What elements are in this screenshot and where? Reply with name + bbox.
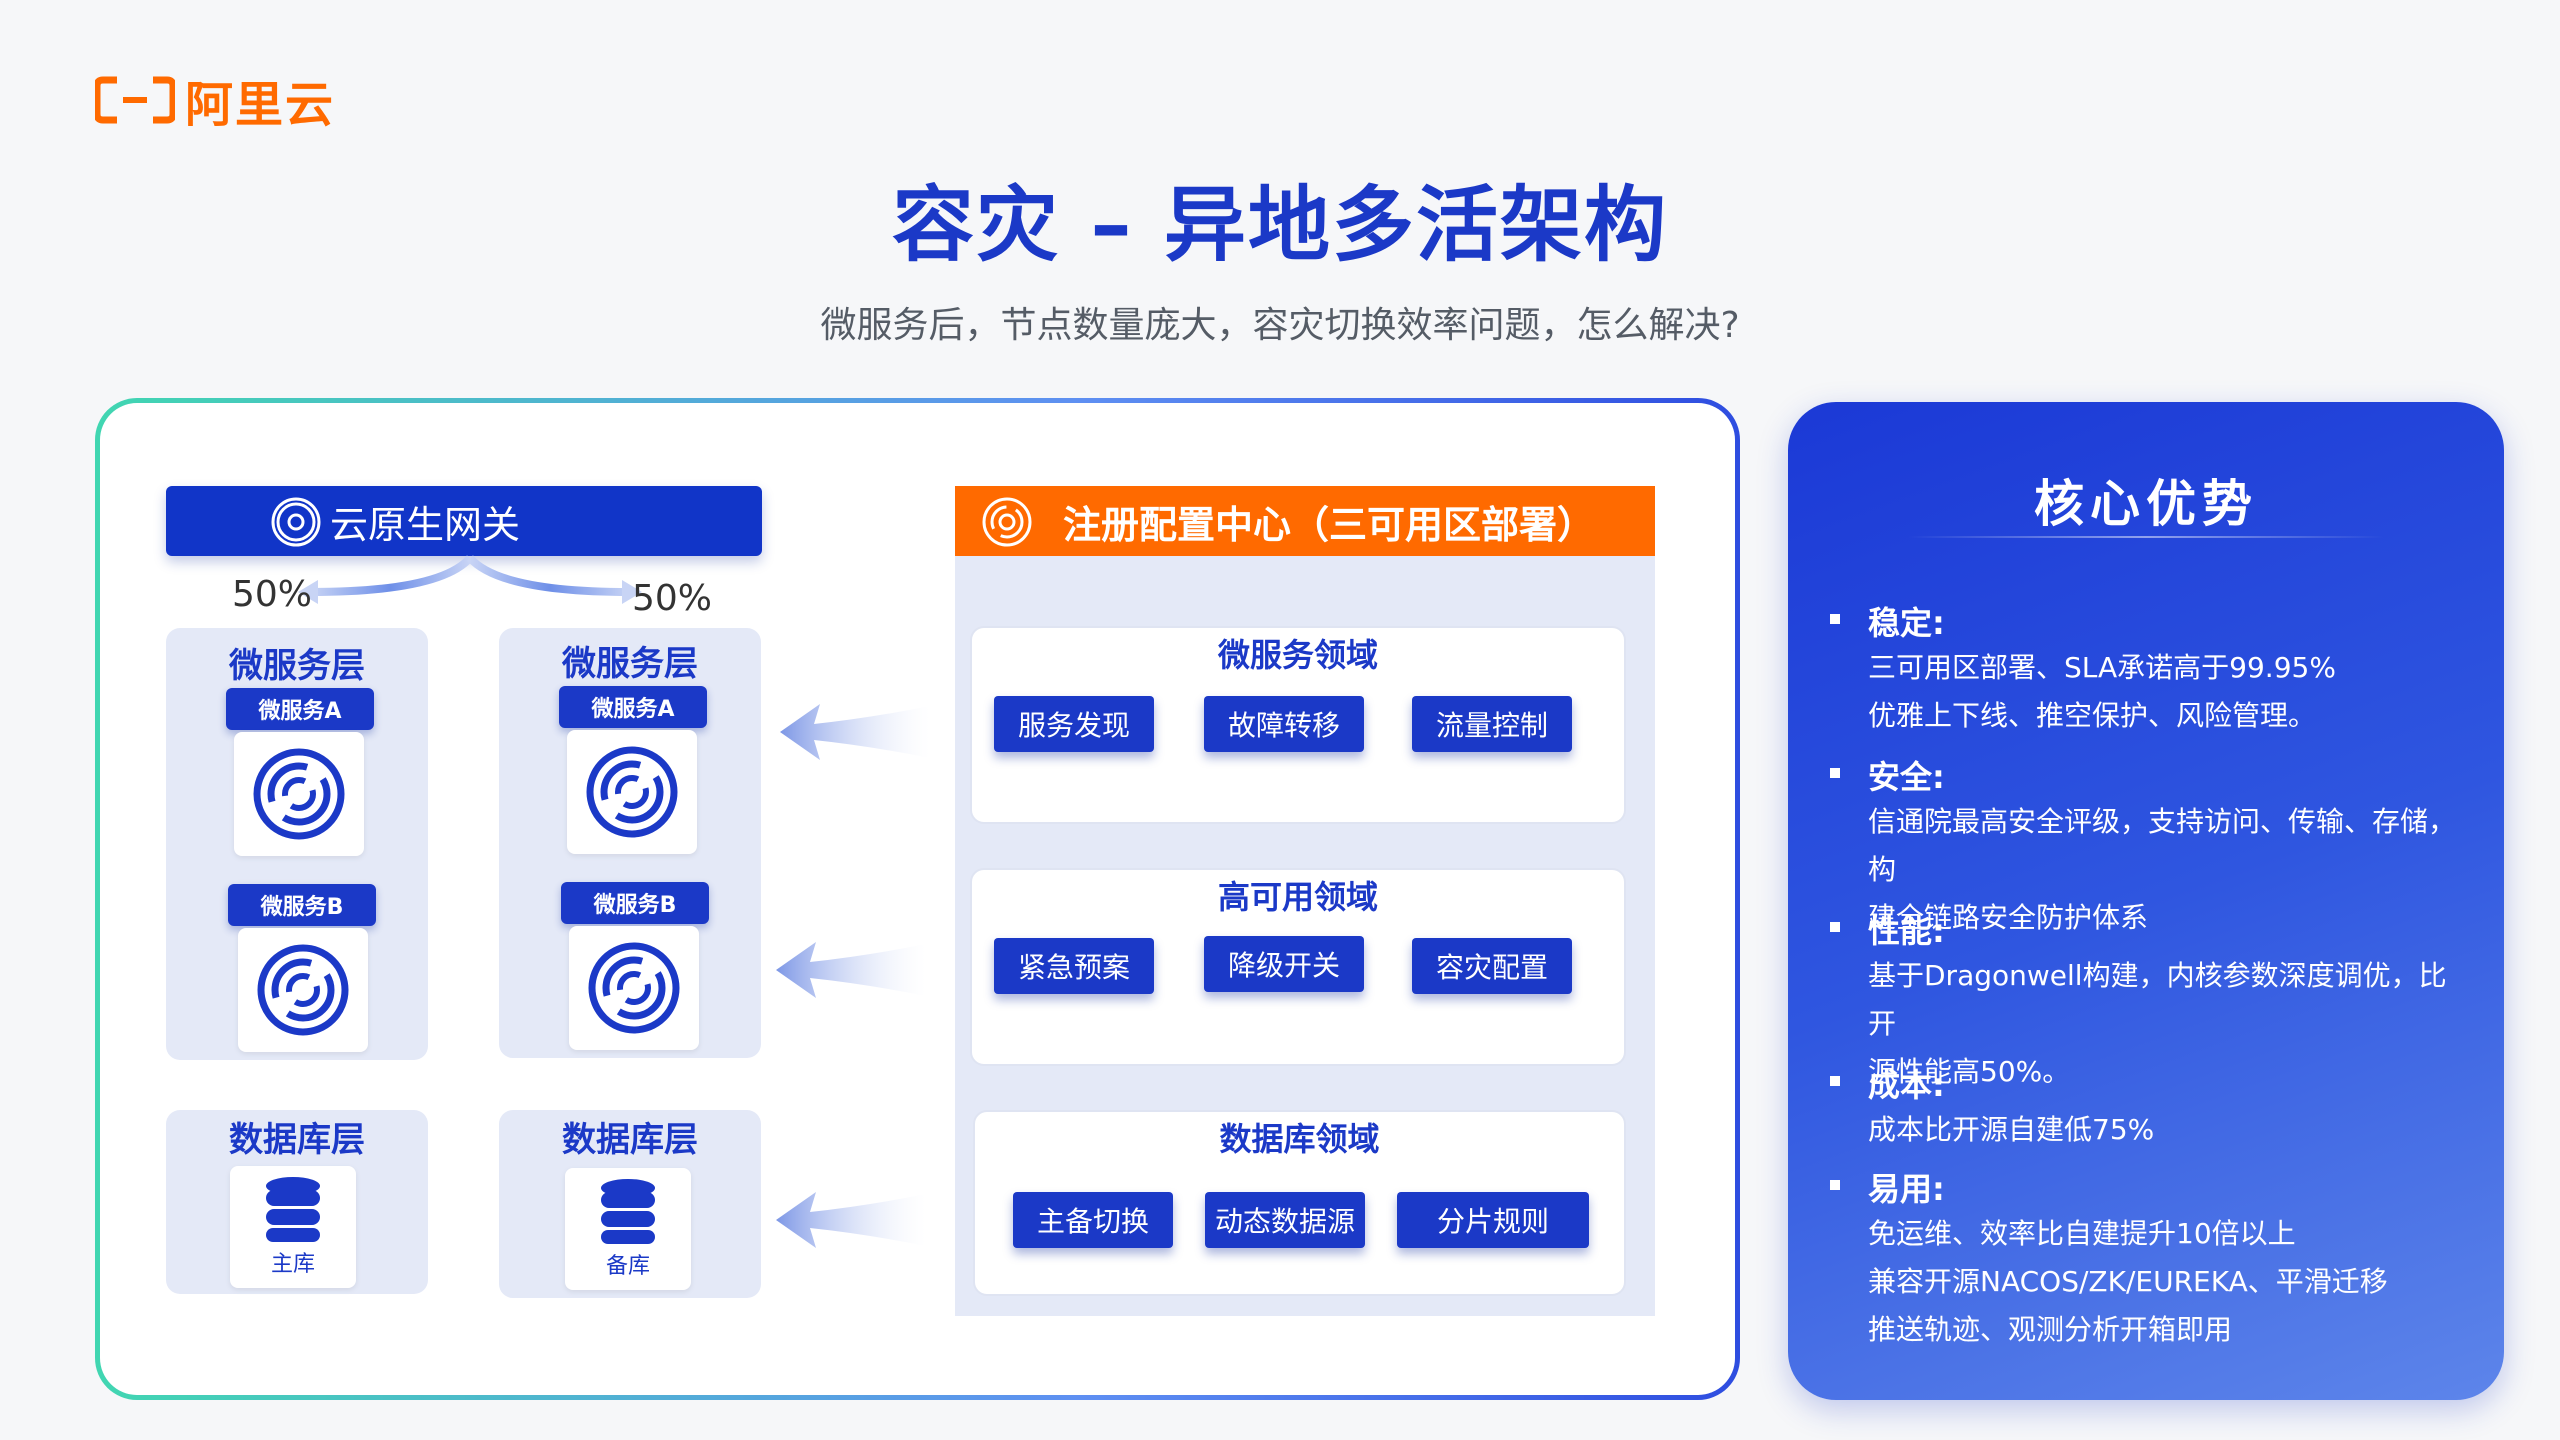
- dynamic-datasource-button[interactable]: 动态数据源: [1205, 1192, 1365, 1248]
- db-label: 主库: [270, 1252, 315, 1277]
- shard-rules-button[interactable]: 分片规则: [1397, 1192, 1589, 1248]
- service-tag: 微服务B: [561, 882, 709, 924]
- service-layer-left: 微服务层 微服务A 微服务B: [166, 628, 428, 1060]
- arrow-left-icon: [776, 942, 926, 998]
- advantage-head: 性能: [1868, 912, 1933, 950]
- db-box: 主库: [230, 1166, 356, 1288]
- db-layer-right: 数据库层 备库: [499, 1110, 761, 1298]
- registry-bar: 注册配置中心（三可用区部署）: [955, 486, 1655, 556]
- layer-title: 微服务层: [562, 644, 698, 684]
- logo-text: 阿里云: [185, 77, 336, 133]
- domain-database: 数据库领域 主备切换 动态数据源 分片规则: [973, 1110, 1626, 1296]
- swirl-icon: [982, 497, 1032, 547]
- service-box: [567, 730, 697, 854]
- advantage-line: 源性能高50%。: [1868, 1055, 2071, 1088]
- swirl-icon: [257, 944, 349, 1036]
- swirl-icon: [253, 748, 345, 840]
- advantages-panel: 核心优势 稳定: 三可用区部署、SLA承诺高于99.95% 优雅上下线、推空保护…: [1788, 402, 2504, 1400]
- db-label: 备库: [605, 1254, 650, 1279]
- layer-title: 微服务层: [229, 646, 365, 686]
- service-tag: 微服务A: [226, 688, 374, 730]
- advantage-item: 成本: 成本比开源自建低75%: [1828, 1060, 2468, 1154]
- swirl-icon: [588, 942, 680, 1034]
- domain-title: 数据库领域: [1219, 1120, 1380, 1158]
- service-tag: 微服务B: [228, 884, 376, 926]
- emergency-plan-button[interactable]: 紧急预案: [994, 938, 1154, 994]
- advantage-line: 建全链路安全防护体系: [1868, 901, 2149, 934]
- left-percent: 50%: [232, 574, 313, 615]
- advantage-line: 免运维、效率比自建提升10倍以上: [1868, 1217, 2296, 1250]
- advantage-line: 信通院最高安全评级，支持访问、传输、存储，构: [1868, 805, 2457, 886]
- advantage-line: 优雅上下线、推空保护、风险管理。: [1868, 699, 2317, 732]
- service-layer-right: 微服务层 微服务A 微服务B: [499, 628, 761, 1058]
- advantage-item: 易用: 免运维、效率比自建提升10倍以上 兼容开源NACOS/ZK/EUREKA…: [1828, 1164, 2468, 1354]
- swirl-icon: [586, 746, 678, 838]
- advantage-line: 基于Dragonwell构建，内核参数深度调优，比开: [1868, 959, 2447, 1040]
- database-icon: [601, 1179, 655, 1244]
- arrow-left-icon: [780, 704, 930, 760]
- gateway-bar: 云原生网关: [166, 486, 762, 556]
- domain-microservice: 微服务领域 服务发现 故障转移 流量控制: [970, 626, 1626, 824]
- db-layer-left: 数据库层 主库: [166, 1110, 428, 1294]
- right-percent: 50%: [632, 578, 713, 619]
- master-slave-switch-button[interactable]: 主备切换: [1013, 1192, 1173, 1248]
- disaster-config-button[interactable]: 容灾配置: [1412, 938, 1572, 994]
- split-arrow-icon: [298, 555, 642, 604]
- failover-button[interactable]: 故障转移: [1204, 696, 1364, 752]
- advantage-head: 易用: [1868, 1170, 1933, 1208]
- domain-high-availability: 高可用领域 紧急预案 降级开关 容灾配置: [970, 868, 1626, 1066]
- advantage-line: 成本比开源自建低75%: [1868, 1113, 2155, 1146]
- layer-title: 数据库层: [229, 1120, 365, 1160]
- advantage-item: 安全: 信通院最高安全评级，支持访问、传输、存储，构 建全链路安全防护体系: [1828, 752, 2468, 942]
- aliyun-logo-icon: [95, 76, 175, 124]
- aliyun-logo: 阿里云: [95, 72, 335, 133]
- advantage-head: 稳定: [1868, 604, 1933, 642]
- database-icon: [266, 1177, 320, 1242]
- layer-title: 数据库层: [562, 1120, 698, 1160]
- advantage-head: 成本: [1868, 1066, 1933, 1104]
- advantages-title: 核心优势: [2034, 475, 2258, 533]
- degrade-switch-button[interactable]: 降级开关: [1204, 936, 1364, 992]
- advantage-line: 三可用区部署、SLA承诺高于99.95%: [1868, 651, 2336, 684]
- advantage-line: 兼容开源NACOS/ZK/EUREKA、平滑迁移: [1868, 1265, 2388, 1298]
- swirl-icon: [271, 497, 321, 547]
- service-tag: 微服务A: [559, 686, 707, 728]
- advantage-head: 安全: [1868, 758, 1933, 796]
- domain-title: 高可用领域: [1217, 878, 1378, 916]
- db-box: 备库: [565, 1168, 691, 1290]
- registry-title: 注册配置中心（三可用区部署）: [1063, 502, 1596, 547]
- service-box: [234, 732, 364, 856]
- advantage-item: 性能: 基于Dragonwell构建，内核参数深度调优，比开 源性能高50%。: [1828, 906, 2468, 1096]
- traffic-control-button[interactable]: 流量控制: [1412, 696, 1572, 752]
- domain-title: 微服务领域: [1217, 636, 1378, 674]
- page-title: 容灾 – 异地多活架构: [891, 178, 1669, 273]
- page-subtitle: 微服务后，节点数量庞大，容灾切换效率问题，怎么解决?: [820, 305, 1740, 346]
- service-discovery-button[interactable]: 服务发现: [994, 696, 1154, 752]
- service-box: [569, 926, 699, 1050]
- service-box: [238, 928, 368, 1052]
- advantage-line: 推送轨迹、观测分析开箱即用: [1868, 1313, 2233, 1346]
- advantage-item: 稳定: 三可用区部署、SLA承诺高于99.95% 优雅上下线、推空保护、风险管理…: [1828, 598, 2468, 740]
- arrow-left-icon: [776, 1192, 926, 1248]
- gateway-label: 云原生网关: [330, 502, 521, 547]
